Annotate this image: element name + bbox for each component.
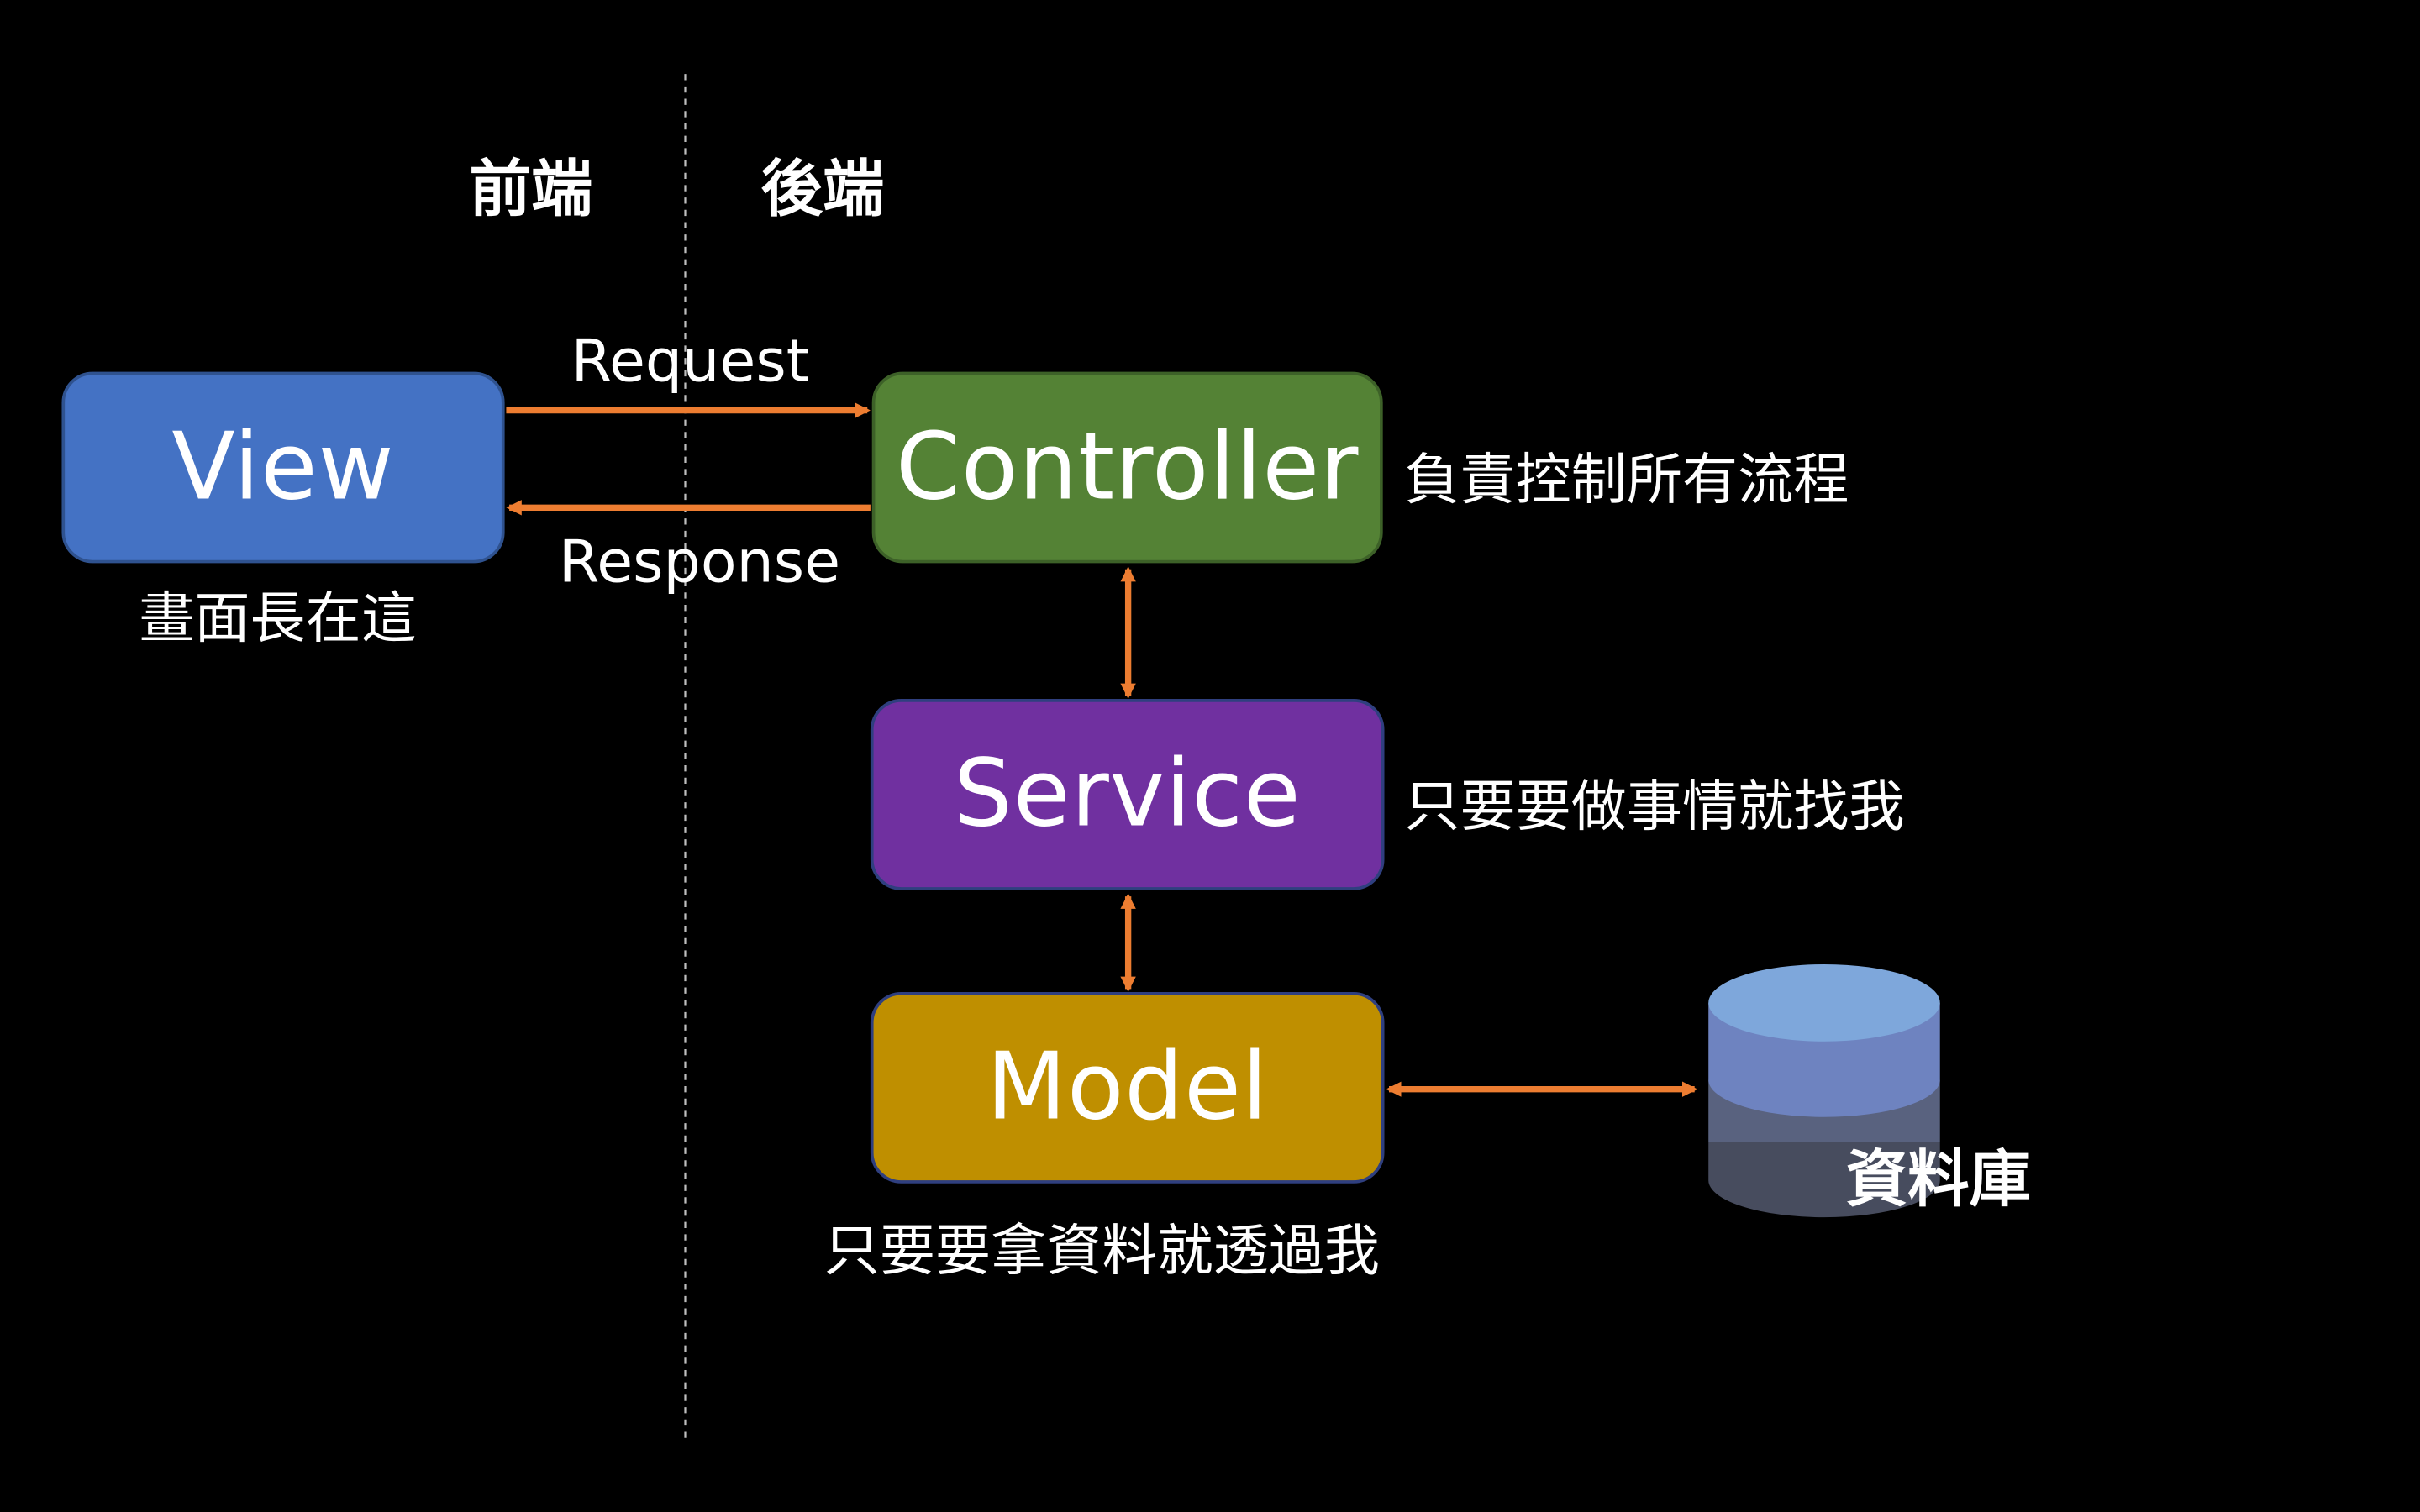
controller-caption: 負責控制所有流程 — [1404, 449, 1849, 512]
service-caption: 只要要做事情就找我 — [1404, 775, 1905, 840]
model-label: Model — [986, 1033, 1269, 1142]
request-label: Request — [571, 327, 810, 396]
controller-box: Controller — [871, 371, 1383, 564]
controller-label: Controller — [896, 413, 1360, 522]
response-label: Response — [558, 528, 841, 596]
view-box: View — [61, 371, 505, 564]
frontend-heading: 前端 — [469, 154, 593, 226]
backend-heading: 後端 — [760, 154, 885, 226]
model-caption: 只要要拿資料就透過我 — [823, 1220, 1381, 1284]
service-label: Service — [953, 740, 1302, 849]
database-icon — [1708, 963, 1940, 1218]
service-box: Service — [870, 699, 1385, 890]
view-caption: 畫面長在這 — [139, 587, 417, 652]
database-label: 資料庫 — [1845, 1144, 2032, 1216]
model-box: Model — [870, 991, 1385, 1184]
view-label: View — [171, 413, 395, 522]
